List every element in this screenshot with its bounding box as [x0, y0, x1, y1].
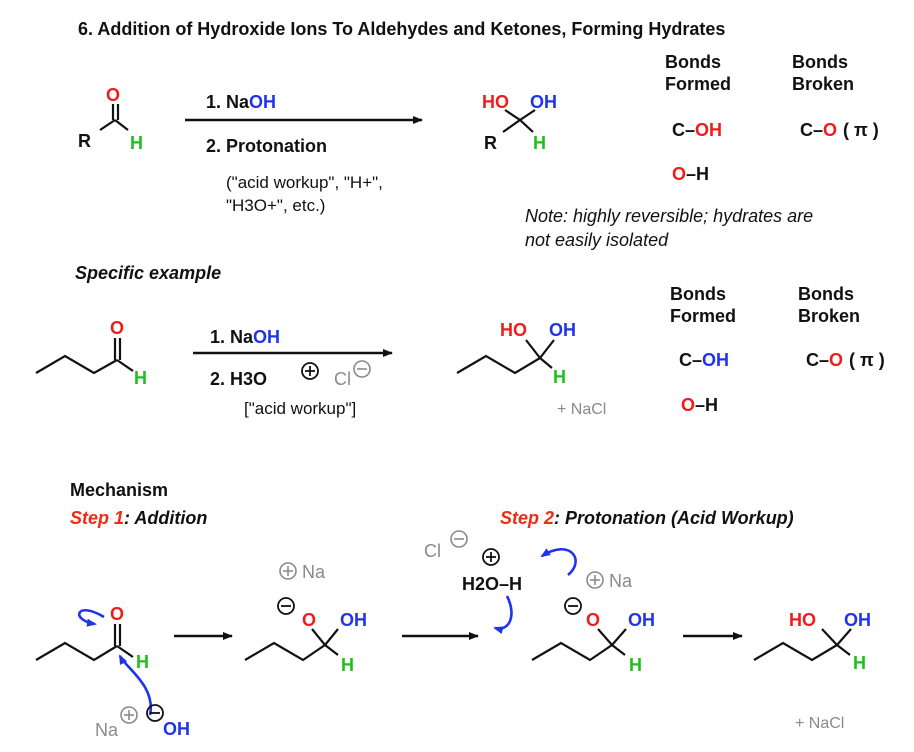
reagent-protonation: 2. Protonation: [206, 136, 327, 156]
page-title: 6. Addition of Hydroxide Ions To Aldehyd…: [78, 19, 725, 39]
atom-r: R: [78, 131, 91, 151]
atom-hydrogen: H: [130, 133, 143, 153]
byproduct-nacl-mechanism: + NaCl: [795, 715, 844, 732]
svg-text:Na: Na: [302, 562, 326, 582]
svg-text:HO: HO: [500, 320, 527, 340]
svg-text:Bonds: Bonds: [792, 52, 848, 72]
specific-heading: Specific example: [75, 263, 221, 283]
svg-text:Na: Na: [609, 571, 633, 591]
minus-charge-icon: [450, 530, 468, 548]
hydrate-oh-label: OH: [530, 92, 557, 112]
hydronium-label: H2O–H: [462, 574, 522, 594]
svg-text:OH: OH: [549, 320, 576, 340]
hydroxide-label: OH: [163, 719, 190, 739]
svg-text:Cl: Cl: [424, 541, 441, 561]
svg-text:Broken: Broken: [792, 74, 854, 94]
note-line2: not easily isolated: [525, 230, 669, 250]
plus-charge-icon: [120, 706, 138, 724]
plus-charge-icon: [586, 571, 604, 589]
svg-text:HO: HO: [789, 610, 816, 630]
hydrate-ho-label: HO: [482, 92, 509, 112]
svg-text:H: H: [629, 655, 642, 675]
svg-text:O: O: [110, 604, 124, 624]
bond-broken-c-o-pi: C–O( π ): [800, 120, 879, 140]
reagent-naoh-specific: 1. NaOH: [210, 327, 280, 347]
svg-text:Bonds: Bonds: [798, 284, 854, 304]
aldehyde-general: O R H: [78, 85, 143, 153]
mechanism-heading: Mechanism: [70, 480, 168, 500]
svg-text:H: H: [136, 652, 149, 672]
svg-text:H: H: [341, 655, 354, 675]
svg-text:OH: OH: [340, 610, 367, 630]
bonds-table-specific: Bonds Formed Bonds Broken C–OH O–H C–O( …: [670, 284, 885, 415]
svg-text:H: H: [853, 653, 866, 673]
minus-charge-icon: [564, 597, 582, 615]
svg-text:OH: OH: [844, 610, 871, 630]
curved-arrow-pi-bond: [77, 609, 105, 627]
svg-text:O: O: [586, 610, 600, 630]
step2-heading: Step 2: Protonation (Acid Workup): [500, 508, 794, 528]
mech-butanal: O H: [35, 604, 149, 672]
svg-text:H: H: [134, 368, 147, 388]
hydrate-h-label: H: [533, 133, 546, 153]
minus-charge-icon: [277, 597, 295, 615]
svg-text:O–H: O–H: [681, 395, 718, 415]
svg-text:O: O: [302, 610, 316, 630]
svg-text:O: O: [110, 318, 124, 338]
curved-arrow-to-oxygen: [493, 595, 513, 635]
svg-text:C–OH: C–OH: [679, 350, 729, 370]
note-line1: Note: highly reversible; hydrates are: [525, 206, 813, 226]
butanal: O H: [35, 318, 147, 388]
step1-heading: Step 1: Addition: [70, 508, 207, 528]
svg-text:OH: OH: [628, 610, 655, 630]
alkoxide-intermediate: O OH H: [244, 610, 367, 675]
plus-charge-icon: [482, 548, 500, 566]
plus-charge-icon: [301, 362, 319, 380]
minus-charge-icon: [353, 360, 371, 378]
sodium-label: Na: [95, 720, 119, 740]
butanal-hydrate: HO OH H: [456, 320, 576, 387]
svg-text:C–O( π ): C–O( π ): [806, 350, 885, 370]
svg-text:Bonds: Bonds: [665, 52, 721, 72]
hydrate-r-label: R: [484, 133, 497, 153]
curved-arrow-proton-bond: [540, 548, 577, 576]
plus-charge-icon: [279, 562, 297, 580]
atom-oxygen: O: [106, 85, 120, 105]
bond-formed-o-h: O–H: [672, 164, 709, 184]
chloride-label: Cl: [334, 369, 351, 389]
svg-text:Formed: Formed: [665, 74, 731, 94]
svg-text:Bonds: Bonds: [670, 284, 726, 304]
acid-workup-label: ["acid workup"]: [244, 399, 356, 418]
minus-charge-icon: [146, 704, 164, 722]
svg-text:Broken: Broken: [798, 306, 860, 326]
svg-text:H: H: [553, 367, 566, 387]
byproduct-nacl-specific: + NaCl: [557, 401, 606, 418]
bond-formed-c-oh: C–OH: [672, 120, 722, 140]
hydrate-general: HO OH R H: [482, 92, 557, 153]
reagent-naoh-general: 1. NaOH: [206, 92, 276, 112]
workup-note-line1: ("acid workup", "H+",: [226, 173, 383, 192]
bonds-table-general: Bonds Formed Bonds Broken C–OH O–H C–O( …: [665, 52, 879, 184]
final-hydrate: HO OH H: [753, 610, 871, 673]
svg-text:Formed: Formed: [670, 306, 736, 326]
alkoxide-step2: O OH H: [531, 610, 655, 675]
workup-note-line2: "H3O+", etc.): [226, 196, 325, 215]
reagent-h3o: 2. H3O: [210, 369, 267, 389]
